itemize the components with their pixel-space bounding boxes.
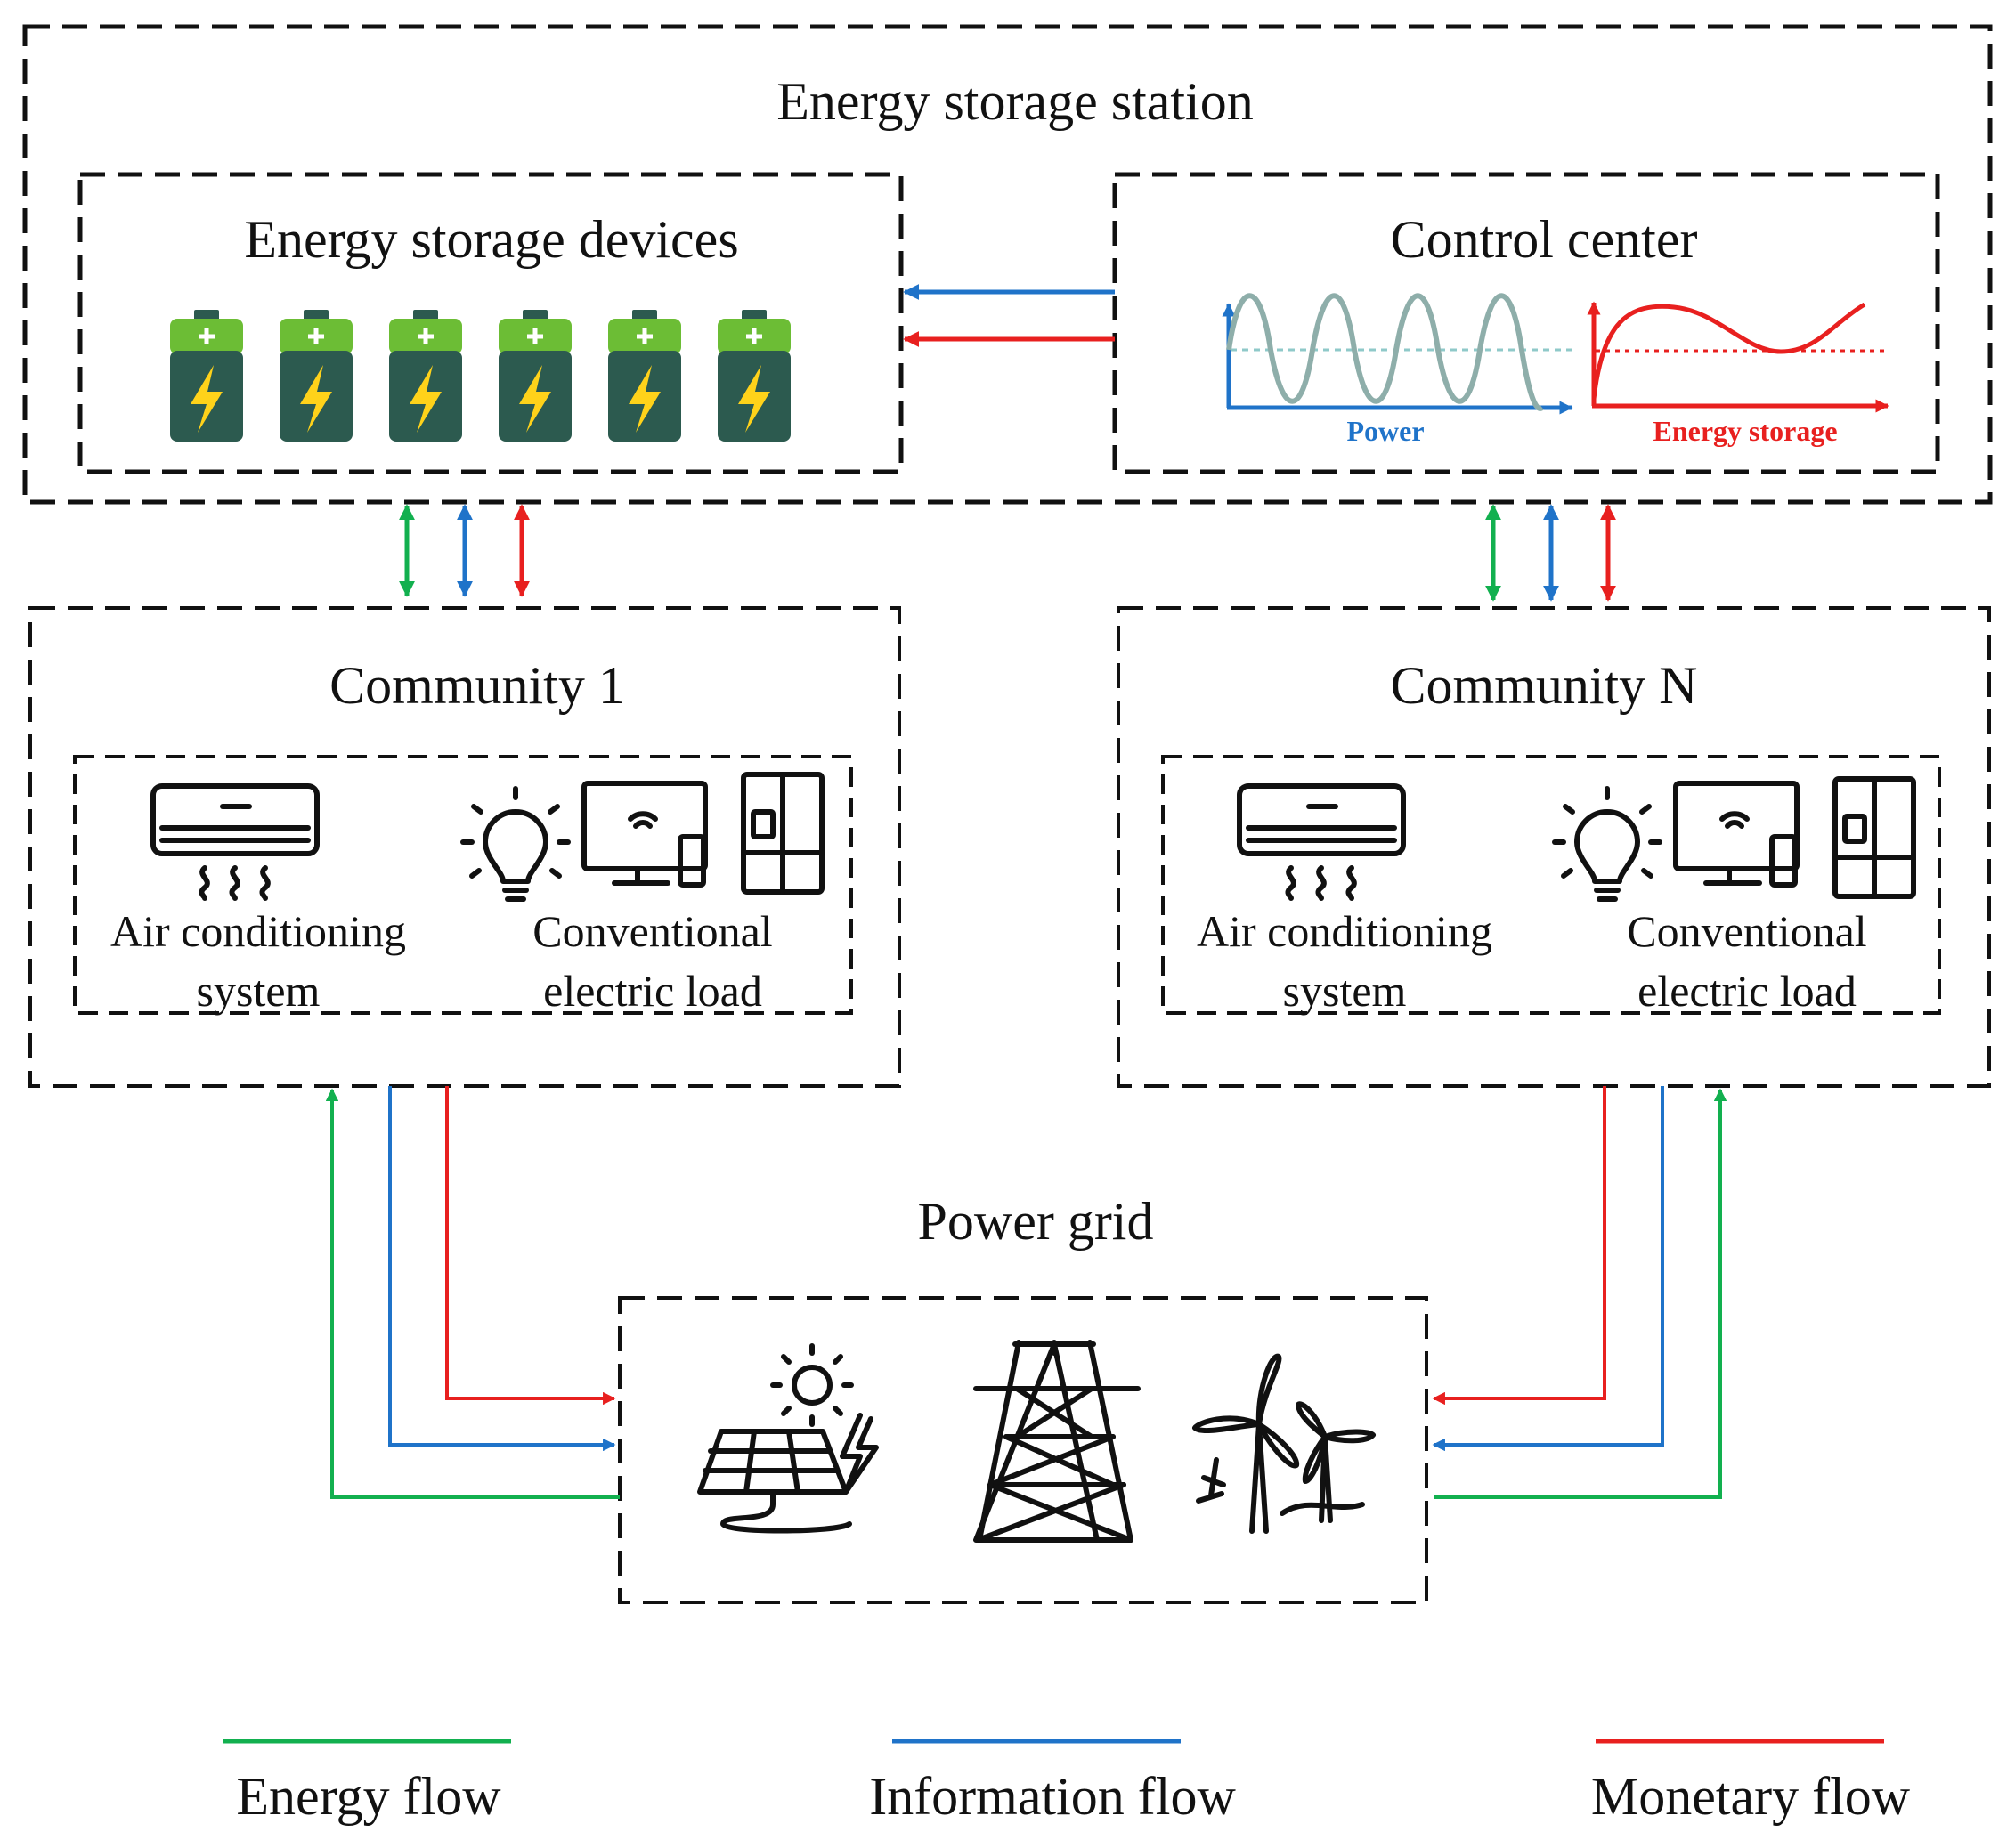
grid-to-community1-energy-line [325, 1088, 620, 1499]
battery-icon [608, 310, 681, 442]
solar-panel-icon [697, 1343, 879, 1534]
communityN-ac-label-line1: Air conditioning [1197, 906, 1492, 956]
power-chart-curve [1226, 293, 1544, 411]
community1-frame [28, 606, 901, 1088]
battery-icon [280, 310, 353, 442]
communityN-fridge-icon [1832, 776, 1916, 899]
energy-storage-chart: Energy storage [1587, 301, 1889, 447]
community1-fridge-icon [741, 772, 825, 895]
station-title: Energy storage station [776, 72, 1253, 131]
legend-monetary-label: Monetary flow [1591, 1767, 1911, 1826]
community1-ac-icon [150, 783, 320, 901]
legend-information-label: Information flow [869, 1767, 1236, 1826]
community1-to-grid-monetary-line [445, 1086, 616, 1406]
community1-load-label-line2: electric load [543, 966, 762, 1016]
power-chart: Power [1222, 293, 1573, 447]
transmission-tower-icon [973, 1340, 1141, 1543]
battery-icon [170, 310, 243, 442]
community1-tv-icon [581, 781, 708, 888]
battery-icon [718, 310, 791, 442]
community1-title: Community 1 [329, 656, 625, 715]
community1-load-label-line1: Conventional [532, 906, 772, 956]
legend: Energy flow Information flow Monetary fl… [223, 1739, 1911, 1826]
communityN-frame [1117, 606, 1991, 1088]
community1-ac-label-line2: system [197, 966, 321, 1016]
communityN-title: Community N [1390, 656, 1697, 715]
battery-icon [389, 310, 462, 442]
communityN-loads-frame [1161, 755, 1941, 1015]
community1-to-grid-information-line [388, 1086, 616, 1452]
battery-icon [499, 310, 572, 442]
communityN-ac-label-line2: system [1283, 966, 1407, 1016]
power-chart-label: Power [1346, 415, 1424, 447]
storage-chart-curve [1591, 302, 1866, 400]
communityN-to-grid-monetary-line [1432, 1086, 1606, 1406]
communityN-load-label-line2: electric load [1637, 966, 1857, 1016]
storage-chart-label: Energy storage [1653, 415, 1837, 447]
communityN-tv-icon [1673, 781, 1800, 888]
control-title: Control center [1391, 210, 1698, 269]
wind-turbine-icon [1192, 1353, 1376, 1534]
grid-to-communityN-energy-line [1434, 1088, 1727, 1499]
legend-energy-label: Energy flow [236, 1767, 501, 1826]
control-frame [1112, 172, 1940, 474]
devices-title: Energy storage devices [244, 210, 738, 269]
battery-group [170, 310, 791, 442]
communityN-to-grid-information-line [1432, 1086, 1664, 1452]
communityN-load-label-line1: Conventional [1627, 906, 1866, 956]
station-frame [22, 24, 1993, 505]
community1-ac-label-line1: Air conditioning [110, 906, 406, 956]
communityN-bulb-icon [1552, 786, 1662, 902]
communityN-ac-icon [1237, 783, 1406, 901]
grid-frame [618, 1296, 1428, 1604]
community1-bulb-icon [460, 786, 571, 902]
grid-title: Power grid [918, 1192, 1154, 1251]
community1-loads-frame [73, 755, 853, 1015]
